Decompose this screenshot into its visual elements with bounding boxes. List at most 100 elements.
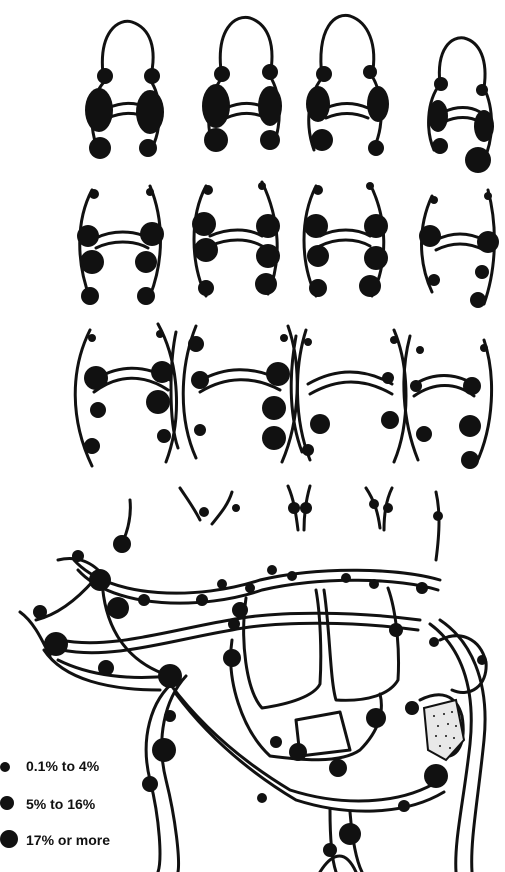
dot <box>300 502 312 514</box>
legend-label-large: 17% or more <box>26 832 110 848</box>
dot <box>302 444 314 456</box>
dot <box>364 246 388 270</box>
dot <box>140 222 164 246</box>
loop-4-bridge <box>444 108 480 123</box>
dot <box>256 244 280 268</box>
dot <box>151 361 173 383</box>
dot <box>255 273 277 295</box>
dot <box>366 708 386 728</box>
dot <box>196 594 208 606</box>
dot <box>316 66 332 82</box>
legend-label-medium: 5% to 16% <box>26 796 95 812</box>
dot <box>313 185 323 195</box>
dot <box>339 823 361 845</box>
dot <box>433 511 443 521</box>
legend-label-small: 0.1% to 4% <box>26 758 99 774</box>
dot <box>72 550 84 562</box>
dot <box>461 451 479 469</box>
dot <box>188 336 204 352</box>
dot <box>369 579 379 589</box>
dot <box>474 110 494 142</box>
dot <box>192 212 216 236</box>
dot <box>88 334 96 342</box>
dot <box>366 182 374 190</box>
dot <box>202 84 230 128</box>
dot <box>416 346 424 354</box>
dot <box>383 503 393 513</box>
dot <box>484 192 492 200</box>
dot <box>157 429 171 443</box>
dot <box>416 426 432 442</box>
dot <box>287 571 297 581</box>
dot <box>144 68 160 84</box>
dot <box>262 396 286 420</box>
dot <box>158 664 182 688</box>
dot <box>428 274 440 286</box>
dot <box>146 188 154 196</box>
dot <box>307 245 329 267</box>
dot <box>390 336 398 344</box>
dot <box>156 330 164 338</box>
dot <box>245 583 255 593</box>
dot <box>198 280 214 296</box>
dot <box>107 597 129 619</box>
dot <box>309 279 327 297</box>
dot <box>432 138 448 154</box>
dot <box>199 507 209 517</box>
dot <box>232 602 248 618</box>
dot <box>369 499 379 509</box>
dot <box>260 130 280 150</box>
dot <box>203 185 213 195</box>
dot <box>90 402 106 418</box>
dot <box>306 86 330 122</box>
dot <box>405 701 419 715</box>
dot <box>85 88 113 132</box>
dot <box>341 573 351 583</box>
dot <box>138 594 150 606</box>
dot <box>194 424 206 436</box>
dot <box>288 502 300 514</box>
dot <box>217 579 227 589</box>
dot <box>232 504 240 512</box>
dot <box>270 736 282 748</box>
dot <box>364 214 388 238</box>
small-dot-icon <box>0 762 10 772</box>
dot <box>98 660 114 676</box>
dot <box>33 605 47 619</box>
legend-item-small: 0.1% to 4% <box>0 752 200 790</box>
dot <box>139 139 157 157</box>
dot <box>146 390 170 414</box>
dot <box>304 214 328 238</box>
legend-item-medium: 5% to 16% <box>0 790 200 828</box>
dot <box>258 86 282 126</box>
loop-3-bridge <box>326 104 368 119</box>
dot <box>136 90 164 134</box>
dot <box>84 366 108 390</box>
dot <box>429 637 439 647</box>
dot <box>258 182 266 190</box>
dot <box>262 426 286 450</box>
dot <box>257 793 267 803</box>
dot <box>89 569 111 591</box>
dot <box>430 196 438 204</box>
dot <box>204 128 228 152</box>
large-dot-icon <box>0 830 18 848</box>
dot <box>463 377 481 395</box>
dot <box>89 189 99 199</box>
dot <box>135 251 157 273</box>
dot <box>262 64 278 80</box>
dot <box>398 800 410 812</box>
dot <box>381 411 399 429</box>
medium-dot-icon <box>0 796 14 810</box>
dot <box>410 380 422 392</box>
dot <box>480 344 488 352</box>
dot <box>310 414 330 434</box>
dot <box>323 843 337 857</box>
dot <box>164 710 176 722</box>
dot <box>477 655 487 665</box>
dot <box>428 100 448 132</box>
dot <box>214 66 230 82</box>
dot <box>191 371 209 389</box>
dot <box>228 618 240 630</box>
